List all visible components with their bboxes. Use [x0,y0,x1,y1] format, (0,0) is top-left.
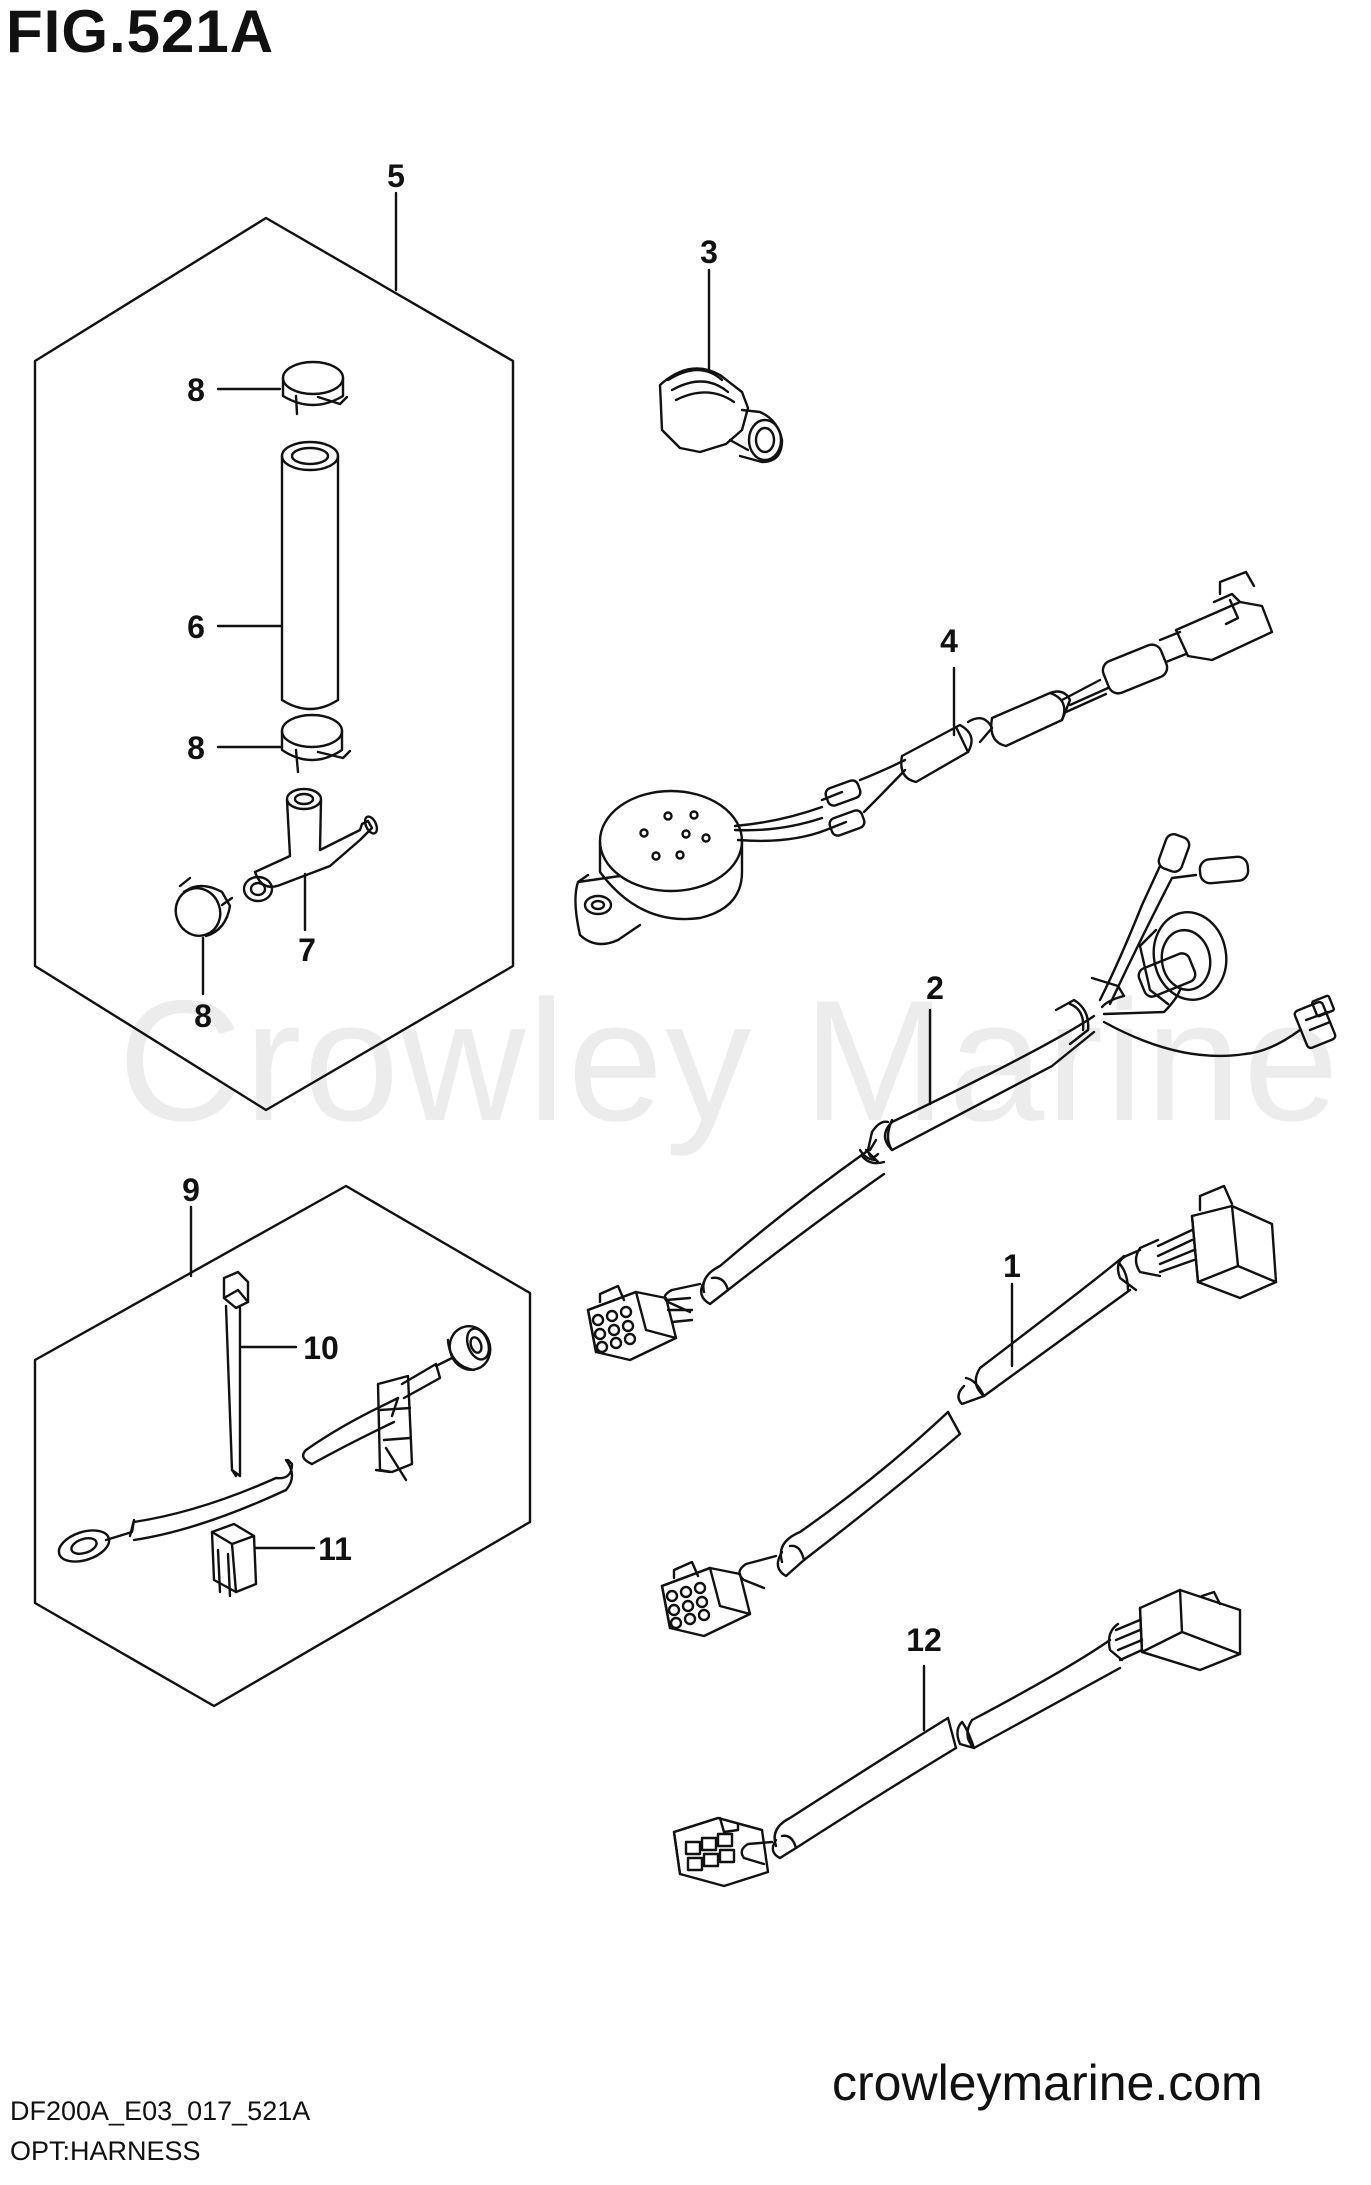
callout-9: 9 [182,1172,200,1208]
watermark-text: Crowley Marine [118,965,1341,1157]
part-3-plug [658,367,784,464]
kit-5-outline [33,216,515,1112]
subtitle-text: OPT:HARNESS [10,2136,201,2166]
callout-7: 7 [298,932,316,968]
drawing-code: DF200A_E03_017_521A [10,2096,311,2126]
callout-10: 10 [303,1330,339,1366]
part-6-hose [280,440,340,711]
callout-11: 11 [318,1531,352,1567]
callout-12: 12 [906,1622,942,1658]
callout-8-top: 8 [187,372,205,408]
callout-1: 1 [1003,1248,1021,1284]
part-1-harness [660,1184,1278,1638]
part-9-ground-lead [57,1325,492,1563]
kit-9-outline [33,1184,532,1708]
part-10-cable-tie [222,1270,250,1478]
callout-4: 4 [940,623,958,659]
callout-8-mid: 8 [187,730,205,766]
part-4-buzzer-harness [574,570,1274,946]
callout-5: 5 [387,158,405,194]
callout-2: 2 [926,970,944,1006]
callout-6: 6 [187,609,205,645]
part-11-fuse [210,1522,258,1598]
part-2-harness [586,833,1337,1362]
part-8-clamp-mid [280,713,352,774]
part-8-clamp-top [281,360,349,416]
part-12-harness [672,1588,1242,1888]
website-text: crowleymarine.com [832,2055,1263,2111]
figure-title: FIG.521A [6,0,275,65]
callout-3: 3 [700,234,718,270]
part-7-t-joint [242,787,379,903]
part-8-clamp-bottom [174,876,234,938]
callout-8-bottom: 8 [194,998,212,1034]
